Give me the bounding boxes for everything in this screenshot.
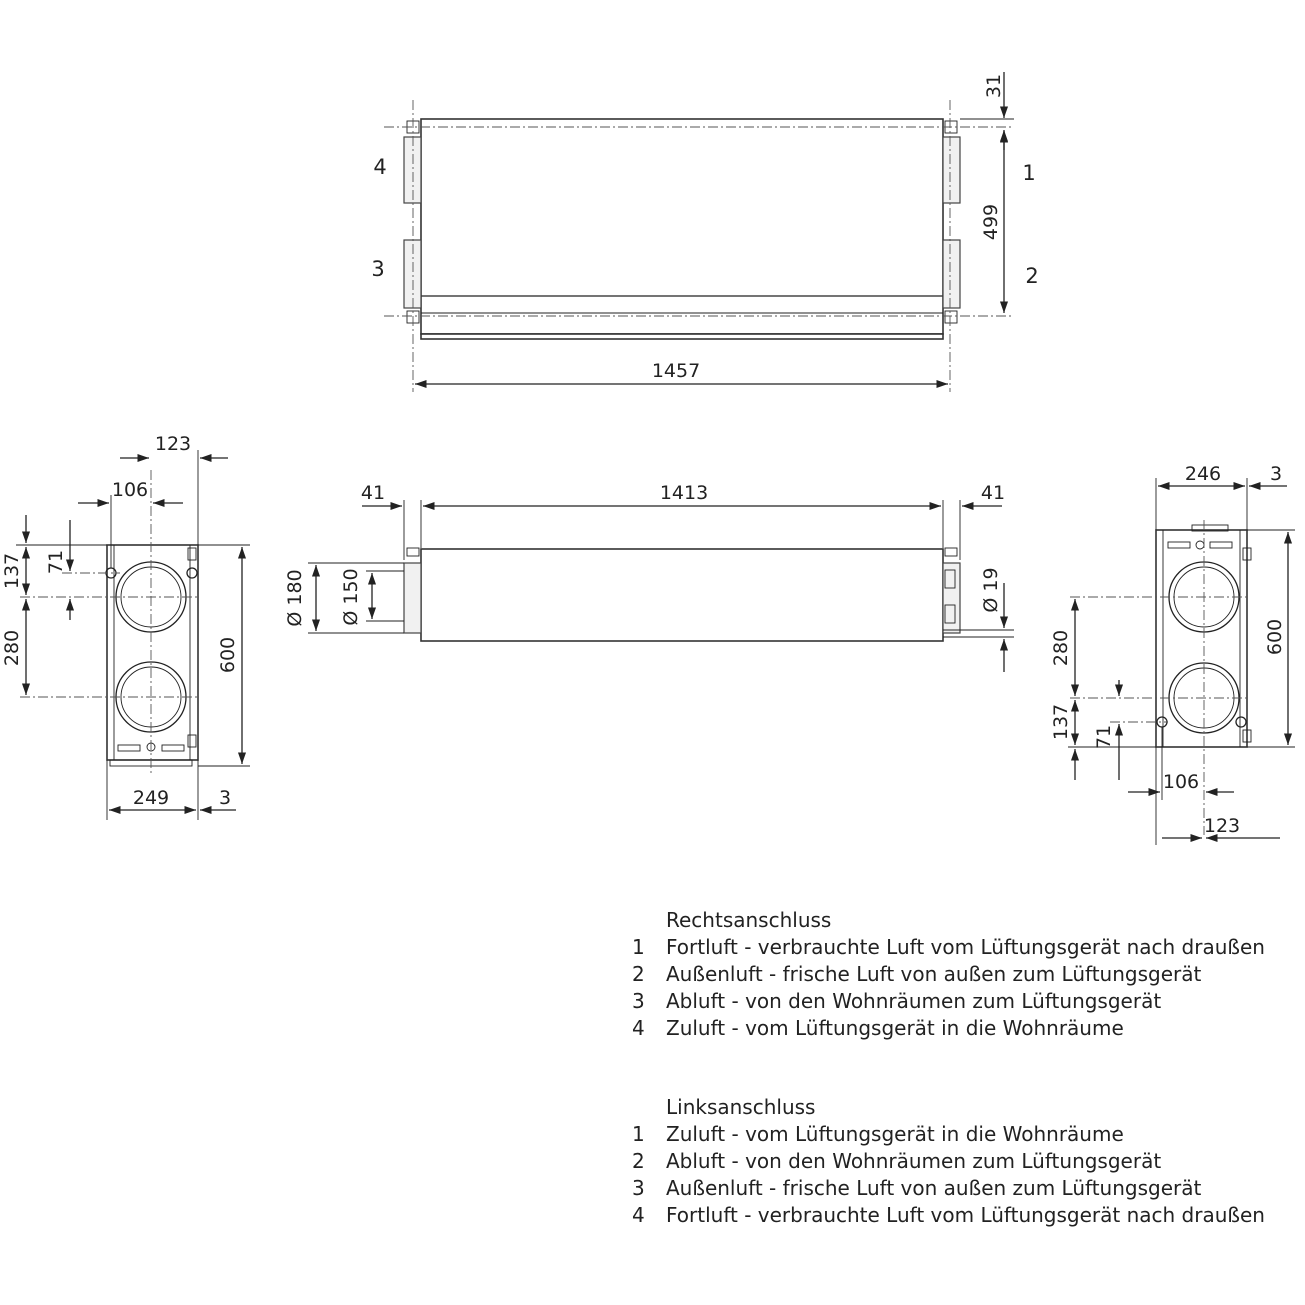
right-dim-137: 137 bbox=[1050, 704, 1072, 740]
legend-item-number: 2 bbox=[632, 962, 645, 986]
callout-4: 4 bbox=[373, 155, 386, 179]
legend-left-title: Linksanschluss bbox=[666, 1095, 816, 1119]
top-view-base-plate bbox=[420, 333, 944, 340]
callout-3: 3 bbox=[371, 257, 384, 281]
right-side-view: 246 3 600 280 137 71 106 123 bbox=[1050, 463, 1295, 845]
duct-stub-1 bbox=[942, 136, 961, 204]
left-dim-600: 600 bbox=[217, 637, 239, 673]
left-view-body bbox=[106, 544, 199, 761]
legend-item-text: Außenluft - frische Luft von außen zum L… bbox=[666, 962, 1202, 986]
left-side-view: 123 106 137 71 280 600 249 3 bbox=[1, 433, 250, 820]
right-dim-71: 71 bbox=[1093, 725, 1115, 749]
left-dim-3: 3 bbox=[219, 787, 231, 809]
duct-stub-2 bbox=[942, 239, 961, 309]
dim-1413: 1413 bbox=[660, 482, 708, 504]
left-dim-280: 280 bbox=[1, 630, 23, 666]
legend-item: 2 Abluft - von den Wohnräumen zum Lüftung… bbox=[632, 1148, 1265, 1175]
left-dim-249: 249 bbox=[133, 787, 169, 809]
dim-diameter-150: Ø 150 bbox=[340, 568, 362, 625]
legend-item-number: 4 bbox=[632, 1016, 645, 1040]
legend-item-number: 1 bbox=[632, 1122, 645, 1146]
left-dim-137: 137 bbox=[1, 553, 23, 589]
right-dim-600: 600 bbox=[1264, 619, 1286, 655]
legend-right-title: Rechtsanschluss bbox=[666, 908, 832, 932]
legend-item-text: Abluft - von den Wohnräumen zum Lüftungs… bbox=[666, 1149, 1162, 1173]
legend-item: 1 Zuluft - vom Lüftungsgerät in die Wohnr… bbox=[632, 1121, 1265, 1148]
dim-diameter-180: Ø 180 bbox=[284, 569, 306, 626]
left-dim-106: 106 bbox=[112, 479, 148, 501]
right-dim-246: 246 bbox=[1185, 463, 1221, 485]
front-duct-right bbox=[942, 562, 961, 634]
left-dim-71: 71 bbox=[45, 550, 67, 574]
dim-offset-31: 31 bbox=[983, 74, 1005, 98]
front-view-body bbox=[420, 548, 944, 642]
legend-item-number: 4 bbox=[632, 1203, 645, 1227]
duct-stub-4 bbox=[403, 136, 422, 204]
legend-item-text: Zuluft - vom Lüftungsgerät in die Wohnrä… bbox=[666, 1122, 1124, 1146]
front-view: 41 1413 41 Ø 180 Ø 150 Ø 19 bbox=[284, 482, 1014, 672]
legend-item: 3 Außenluft - frische Luft von außen zum … bbox=[632, 1175, 1265, 1202]
dim-41-right: 41 bbox=[981, 482, 1005, 504]
right-dim-123: 123 bbox=[1204, 815, 1240, 837]
top-view: 1457 499 31 4 3 1 2 bbox=[371, 72, 1039, 392]
front-duct-left bbox=[403, 562, 422, 634]
duct-stub-3 bbox=[403, 239, 422, 309]
callout-2: 2 bbox=[1025, 264, 1038, 288]
dim-41-left: 41 bbox=[361, 482, 385, 504]
legend-item-text: Fortluft - verbrauchte Luft vom Lüftungs… bbox=[666, 935, 1265, 959]
legend-item-text: Außenluft - frische Luft von außen zum L… bbox=[666, 1176, 1202, 1200]
right-dim-106: 106 bbox=[1163, 771, 1199, 793]
legend-item: 3 Abluft - von den Wohnräumen zum Lüftung… bbox=[632, 988, 1265, 1015]
legend-item-text: Abluft - von den Wohnräumen zum Lüftungs… bbox=[666, 989, 1162, 1013]
legend-item: 1 Fortluft - verbrauchte Luft vom Lüftung… bbox=[632, 934, 1265, 961]
legend-item-text: Zuluft - vom Lüftungsgerät in die Wohnrä… bbox=[666, 1016, 1124, 1040]
legend-left-connection: Linksanschluss 1 Zuluft - vom Lüftungsger… bbox=[632, 1094, 1265, 1229]
legend-item-number: 1 bbox=[632, 935, 645, 959]
legend-item: 4 Fortluft - verbrauchte Luft vom Lüftung… bbox=[632, 1202, 1265, 1229]
top-view-body bbox=[420, 118, 944, 335]
dim-diameter-19: Ø 19 bbox=[980, 567, 1002, 612]
legend-item: 4 Zuluft - vom Lüftungsgerät in die Wohnr… bbox=[632, 1015, 1265, 1042]
legend-right-connection: Rechtsanschluss 1 Fortluft - verbrauchte … bbox=[632, 907, 1265, 1042]
legend-item: 2 Außenluft - frische Luft von außen zum … bbox=[632, 961, 1265, 988]
left-dim-123: 123 bbox=[155, 433, 191, 455]
legend-item-number: 3 bbox=[632, 1176, 645, 1200]
right-dim-3: 3 bbox=[1270, 463, 1282, 485]
dim-length-1457: 1457 bbox=[652, 360, 700, 382]
right-dim-280: 280 bbox=[1050, 630, 1072, 666]
legend-item-text: Fortluft - verbrauchte Luft vom Lüftungs… bbox=[666, 1203, 1265, 1227]
dim-height-499: 499 bbox=[980, 204, 1002, 240]
legend-item-number: 3 bbox=[632, 989, 645, 1013]
legend-item-number: 2 bbox=[632, 1149, 645, 1173]
callout-1: 1 bbox=[1022, 161, 1035, 185]
